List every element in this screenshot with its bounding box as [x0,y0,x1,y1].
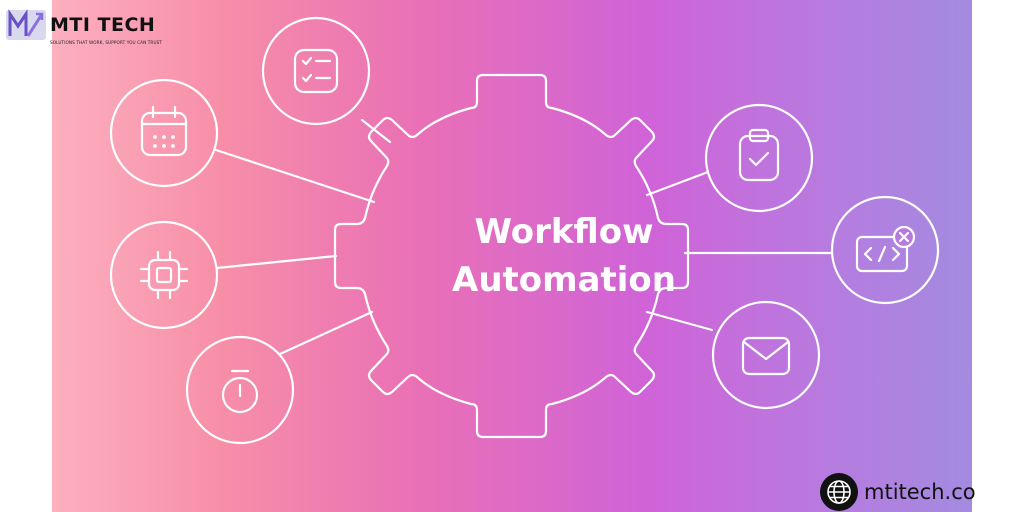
brand-logo: MTI TECH SOLUTIONS THAT WORK, SUPPORT YO… [4,4,164,52]
node-circle-clipboard [704,103,814,213]
calendar-icon [140,105,188,157]
node-circle-calendar [109,78,219,188]
brand-tagline: SOLUTIONS THAT WORK, SUPPORT YOU CAN TRU… [50,40,163,45]
website-badge[interactable]: mtitech.co [820,472,976,512]
connector-line [645,310,714,332]
globe-icon [820,473,858,511]
center-title: Workflow Automation [404,208,724,304]
chip-icon [139,250,189,300]
gear-outline [333,73,690,439]
mail-icon [741,336,791,376]
node-circle-stopwatch [185,335,295,445]
connector-line [278,310,374,356]
center-title-line1: Workflow [474,212,654,252]
connector-line [214,148,376,204]
workflow-diagram [109,16,940,445]
connector-line [645,170,710,197]
node-circle-code [830,195,940,305]
website-link[interactable]: mtitech.co [864,480,976,504]
checklist-icon [293,48,339,94]
brand-name: MTI TECH [50,14,156,36]
code-window-icon [855,225,916,273]
logo-mark-icon [6,9,46,40]
clipboard-check-icon [738,128,780,182]
node-circle-mail [711,300,821,410]
center-title-line2: Automation [452,260,676,300]
node-circle-chip [109,220,219,330]
banner: Workflow Automation [52,0,972,512]
node-circle-checklist [261,16,371,126]
stopwatch-icon [221,369,259,414]
connector-line [215,254,338,270]
connector-line [360,118,392,144]
